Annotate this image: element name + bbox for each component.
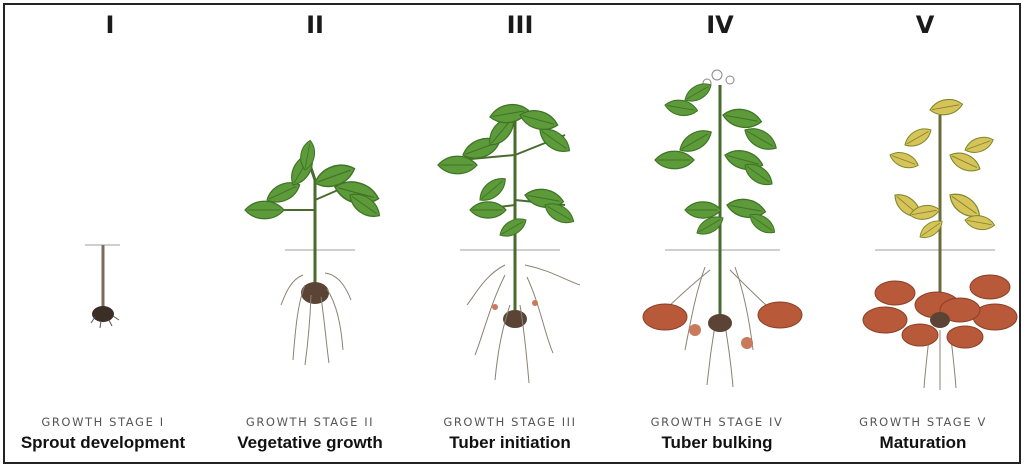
stage-caption-5: GROWTH STAGE V Maturation (823, 415, 1023, 453)
plant-stage-5 (863, 97, 1017, 390)
stage-caption-4: GROWTH STAGE IV Tuber bulking (617, 415, 817, 453)
plant-stage-3 (438, 102, 580, 383)
diagram-frame: I II III IV V (3, 3, 1021, 464)
plant-stage-4 (643, 70, 802, 387)
stage-name: Sprout development (3, 433, 203, 453)
stage-name: Tuber bulking (617, 433, 817, 453)
stage-kicker: GROWTH STAGE V (823, 415, 1023, 429)
plant-stage-1 (85, 245, 120, 328)
plant-illustrations (5, 5, 1019, 405)
stage-name: Maturation (823, 433, 1023, 453)
stage-kicker: GROWTH STAGE IV (617, 415, 817, 429)
stage-caption-1: GROWTH STAGE I Sprout development (3, 415, 203, 453)
stage-name: Vegetative growth (210, 433, 410, 453)
stage-caption-2: GROWTH STAGE II Vegetative growth (210, 415, 410, 453)
stage-kicker: GROWTH STAGE I (3, 415, 203, 429)
stage-caption-3: GROWTH STAGE III Tuber initiation (410, 415, 610, 453)
plant-stage-2 (245, 139, 384, 365)
stage-name: Tuber initiation (410, 433, 610, 453)
stage-kicker: GROWTH STAGE II (210, 415, 410, 429)
stage-kicker: GROWTH STAGE III (410, 415, 610, 429)
